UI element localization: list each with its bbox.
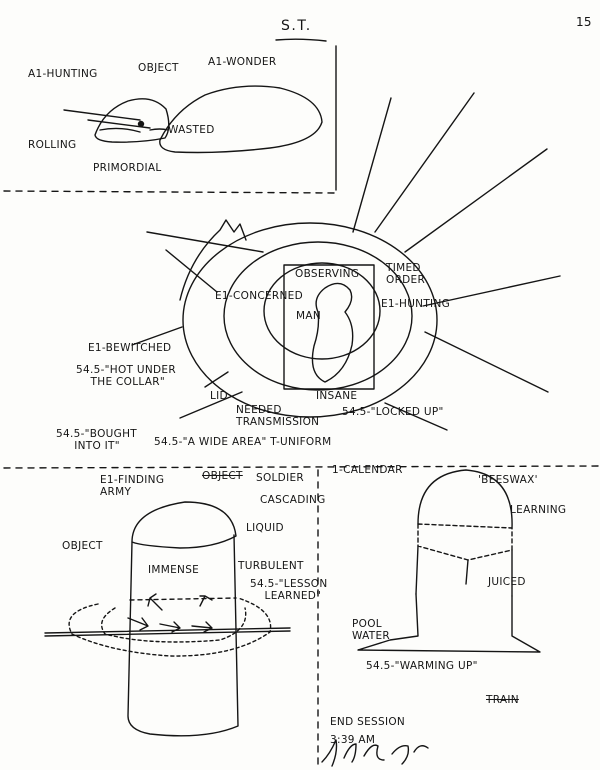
- signature: [321, 739, 429, 767]
- title-underline: [275, 38, 327, 42]
- label-object: OBJECT: [138, 62, 179, 74]
- man-box: [283, 264, 375, 390]
- cylinder-dash: [129, 597, 237, 601]
- cylinder-body: [127, 534, 239, 737]
- end-session-label: END SESSION: [330, 716, 406, 728]
- ray-6: [352, 97, 392, 233]
- flow-arrow-5: [199, 595, 213, 607]
- label-rolling: ROLLING: [28, 139, 77, 151]
- large-lump-sketch: [159, 85, 323, 154]
- label-needed-transmission: NEEDED TRANSMISSION: [236, 404, 320, 429]
- label-a1-wonder: A1-WONDER: [208, 56, 277, 68]
- label-bought-into-it: 54.5-"BOUGHT INTO IT": [56, 428, 138, 453]
- ray-3: [422, 275, 561, 307]
- label-object: OBJECT: [62, 540, 103, 552]
- blob-detail: [99, 127, 141, 133]
- man-figure: [311, 282, 354, 383]
- label-pool-water: POOL WATER: [352, 618, 391, 643]
- ray-5: [384, 402, 448, 431]
- middle-ring: [223, 241, 413, 391]
- label-timed-order: TIMED ORDER: [386, 262, 426, 287]
- ray-11: [179, 391, 243, 419]
- turbulence-inner: [101, 607, 247, 643]
- label-learning: LEARNING: [510, 504, 567, 516]
- label-a1-hunting: A1-HUNTING: [28, 68, 98, 80]
- container-top-band: [417, 523, 513, 561]
- container-body: [415, 545, 513, 597]
- label-lid: LID: [210, 390, 228, 402]
- mid-divider-dashed: [3, 465, 599, 469]
- small-blob-sketch: [94, 98, 170, 143]
- label-hot-under-collar: 54.5-"HOT UNDER THE COLLAR": [76, 364, 176, 389]
- curved-arrow: [179, 219, 247, 301]
- cylinder-top: [131, 501, 237, 549]
- ray-4: [424, 331, 549, 393]
- page-title: S.T.: [281, 18, 312, 34]
- label-immense: IMMENSE: [148, 564, 200, 576]
- label-e1-concerned: E1-CONCERNED: [215, 290, 303, 302]
- container-dome: [417, 469, 513, 529]
- label-insane: INSANE: [316, 390, 358, 402]
- label-lesson-learned: 54.5-"LESSON LEARNED": [250, 578, 328, 603]
- turbulence-outer: [68, 597, 272, 657]
- label-wide-area: 54.5-"A WIDE AREA" T-UNIFORM: [154, 436, 332, 448]
- label-turbulent: TURBULENT: [238, 560, 304, 572]
- ground-line-1: [44, 627, 291, 634]
- label-soldier: SOLDIER: [256, 472, 304, 484]
- outer-ring: [182, 222, 438, 418]
- ray-9: [131, 326, 183, 346]
- label-calendar: 1-CALENDAR: [332, 464, 403, 476]
- container-base: [357, 593, 541, 653]
- label-e1-bewitched: E1-BEWITCHED: [88, 342, 172, 354]
- end-session-time: 3:39 AM: [330, 734, 376, 746]
- label-e1-finding-army: E1-FINDING ARMY: [100, 474, 165, 499]
- flow-arrow-2: [159, 621, 181, 633]
- inner-ring: [263, 262, 381, 360]
- flow-arrow-4: [147, 593, 163, 611]
- flow-arrow-3: [191, 621, 213, 633]
- label-object-struck: OBJECT: [202, 470, 243, 482]
- label-locked-up: 54.5-"LOCKED UP": [342, 406, 444, 418]
- label-man: MAN: [296, 310, 321, 322]
- page-number: 15: [576, 15, 592, 29]
- label-train-struck: TRAIN: [486, 694, 519, 706]
- label-primordial: PRIMORDIAL: [93, 162, 162, 174]
- blob-dot: [137, 120, 145, 128]
- label-warming-up: 54.5-"WARMING UP": [366, 660, 478, 672]
- label-beeswax: 'BEESWAX': [478, 474, 538, 486]
- label-juiced: JUICED: [488, 576, 526, 588]
- ground-line-2: [44, 630, 291, 637]
- ray-2: [404, 148, 548, 253]
- top-frame-dashed: [3, 190, 337, 194]
- flow-arrow-1: [127, 617, 149, 631]
- label-wasted: WASTED: [168, 124, 215, 136]
- ray-7: [146, 231, 264, 253]
- ray-1: [374, 92, 475, 233]
- ray-8: [165, 249, 218, 293]
- label-e1-hunting: E1-HUNTING: [381, 298, 451, 310]
- blob-line-1: [63, 109, 141, 121]
- label-cascading: CASCADING: [260, 494, 326, 506]
- label-observing: OBSERVING: [295, 268, 360, 280]
- label-liquid: LIQUID: [246, 522, 284, 534]
- wasted-pointer: [149, 128, 169, 131]
- ray-10: [204, 371, 229, 388]
